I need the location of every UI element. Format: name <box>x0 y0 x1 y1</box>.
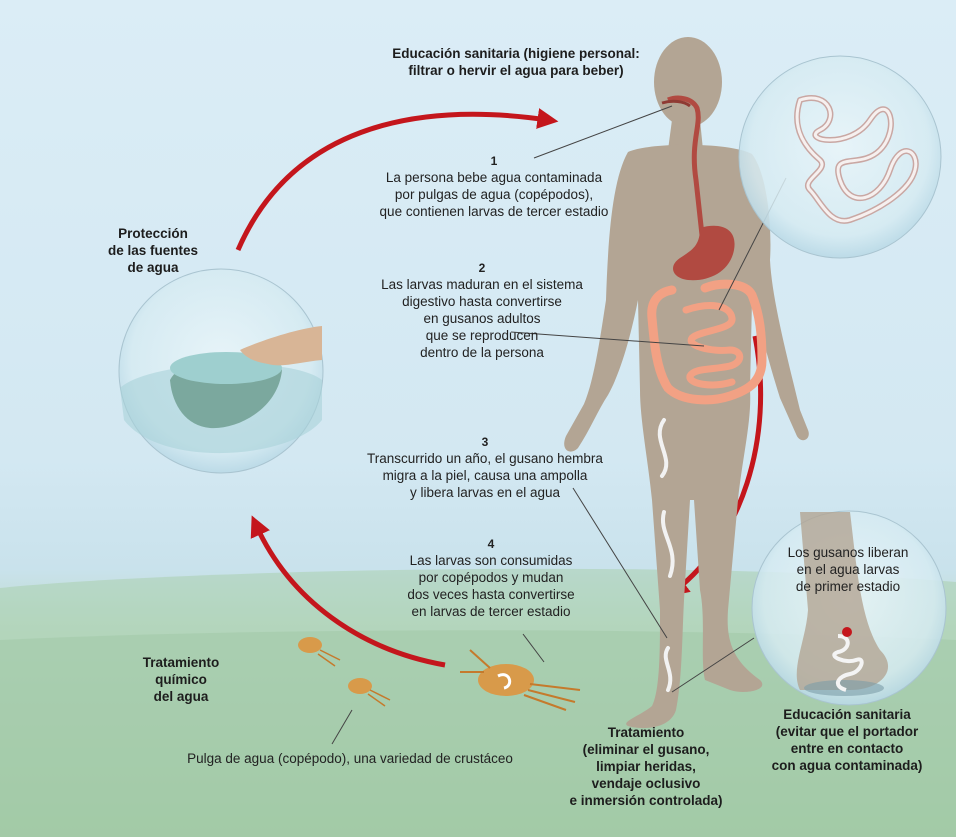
step-number: 1 <box>346 153 642 169</box>
step-3: 3 Transcurrido un año, el gusano hembra … <box>343 434 627 501</box>
step-number: 2 <box>351 260 613 276</box>
protection-label: Protección de las fuentes de agua <box>96 225 210 276</box>
zoom-bubble-adult-worm <box>739 56 941 258</box>
step-2: 2 Las larvas maduran en el sistema diges… <box>351 260 613 361</box>
zoom-bubble-water-bowl <box>119 269 323 473</box>
copepod-label: Pulga de agua (copépodo), una variedad d… <box>150 750 550 767</box>
chemical-treatment-label: Tratamiento químico del agua <box>128 654 234 705</box>
step-number: 4 <box>378 536 604 552</box>
step-4: 4 Las larvas son consumidas por copépodo… <box>378 536 604 620</box>
treatment-label: Tratamiento (eliminar el gusano, limpiar… <box>556 724 736 809</box>
worms-release-label: Los gusanos liberan en el agua larvas de… <box>766 544 930 595</box>
education-contact-label: Educación sanitaria (evitar que el porta… <box>752 706 942 774</box>
step-1: 1 La persona bebe agua contaminada por p… <box>346 153 642 220</box>
step-number: 3 <box>343 434 627 450</box>
education-hygiene-label: Educación sanitaria (higiene personal: f… <box>366 45 666 79</box>
zoom-bubble-foot <box>752 511 946 705</box>
